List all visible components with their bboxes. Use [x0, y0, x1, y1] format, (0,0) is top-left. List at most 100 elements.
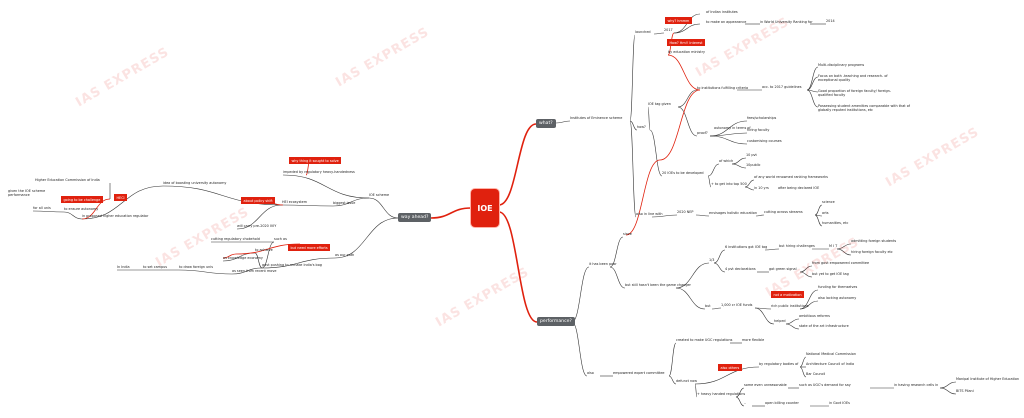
tag-why: why? hmmm	[665, 17, 692, 24]
node-heavy: + heavy handed regulations	[697, 392, 746, 396]
node-state: state of the art infrastructure	[799, 324, 849, 328]
node-from-govt: from govt empowered committee	[812, 261, 870, 265]
connector	[806, 89, 819, 93]
autonomy-fee: fees/scholarships	[747, 116, 777, 120]
node-admitting: admitting foreign students	[851, 239, 897, 243]
hub-what[interactable]: what?	[536, 119, 556, 128]
node-in-india: In India	[117, 265, 130, 269]
hub-way-ahead[interactable]: way ahead?	[398, 213, 432, 222]
stream-arts: arts	[822, 211, 829, 215]
node-ecosystem: HEI ecosystem	[282, 200, 308, 204]
node-world-ranking: in World University Ranking for	[760, 20, 813, 24]
node-helped: helped	[774, 319, 786, 323]
connector	[668, 375, 677, 385]
connector	[629, 120, 637, 218]
node-to-set: to set campus	[143, 265, 168, 269]
node-committee: empowered expert committee	[613, 371, 665, 375]
node-defunct: defunct now	[676, 379, 697, 383]
autonomy-courses: customising courses	[747, 139, 782, 143]
connector	[281, 204, 334, 207]
connector	[81, 185, 164, 220]
node-hec-full: Higher Education Commission of India	[35, 178, 100, 182]
node-achieve: to achieve	[255, 248, 273, 252]
node-regulators: by regulatory bodies of	[759, 362, 799, 366]
stream-science: science	[822, 200, 835, 204]
connector	[430, 207, 472, 219]
tag-how: How? Hm!! Interest	[667, 39, 705, 46]
node-not-signed: got green signal	[769, 267, 797, 271]
connector	[707, 163, 720, 177]
node-biggest: biggest issue	[333, 201, 356, 205]
node-four: 4 pvt declarations	[725, 267, 756, 271]
node-cutting: cutting across streams	[764, 210, 803, 214]
connector	[731, 157, 747, 165]
node-manipal: Manipal Institute of Higher Education	[956, 377, 1020, 381]
tag-rethink: why thing it sought to solve	[289, 157, 342, 164]
node-ambitious: ambitious reforms	[799, 314, 830, 318]
node-one-third: 1/3	[709, 258, 715, 262]
node-still: but still hasn't been the game changer	[625, 283, 691, 287]
connector	[709, 135, 748, 145]
tag-heci: HECI	[114, 194, 128, 201]
connector	[709, 120, 748, 137]
connector	[629, 34, 636, 122]
connector	[81, 198, 111, 220]
node-funding: funding for themselves	[818, 285, 858, 289]
connector	[236, 204, 283, 230]
node-such-as: such as UGC's demand for say	[799, 383, 851, 387]
node-govt-push: govt pushing to remake India's bog	[262, 263, 322, 267]
connector	[629, 120, 638, 131]
regulator-coa: Architecture Council of India	[806, 362, 855, 366]
connector	[282, 174, 370, 199]
regulator-bar: Bar Council	[806, 372, 826, 376]
connector	[498, 123, 537, 206]
node-ioe-scheme: IOE scheme	[369, 193, 390, 197]
connector	[677, 89, 698, 108]
node-how: how?	[637, 125, 646, 129]
node-also-lacking: also lacking autonomy	[818, 296, 857, 300]
criteria-amenities: Possessing student amenities comparable …	[818, 104, 910, 113]
connector	[555, 120, 571, 124]
node-has-been: it has been poor	[589, 262, 617, 266]
node-selected: 20 IOEs to be developed	[662, 171, 704, 175]
center-node[interactable]: IOE	[471, 189, 499, 227]
connector	[625, 159, 661, 236]
connector	[63, 211, 83, 220]
connector	[261, 257, 336, 269]
node-institutes: Institutes of Eminence scheme	[570, 116, 623, 120]
connector	[673, 23, 701, 34]
hub-performance[interactable]: performance?	[537, 317, 575, 326]
node-ugc: acc. to 2017 guidelines	[762, 85, 802, 89]
node-for-all: for all unis	[33, 206, 51, 210]
node-since: since	[623, 232, 632, 236]
node-dots: ..	[744, 401, 747, 405]
node-rank-year: 2014	[826, 19, 835, 23]
node-some: some even unreasonable	[744, 383, 787, 387]
node-proposed: in proposed higher education regulator	[82, 214, 149, 218]
connector	[651, 214, 678, 218]
tag-challenge: going to be challenge	[61, 196, 103, 203]
node-proof: proof?	[697, 131, 708, 135]
node-nirf: after being declared IOE	[778, 186, 820, 190]
node-bits: BITS Pilani	[956, 389, 974, 393]
node-rich: rich public institutions	[771, 304, 809, 308]
node-to-draw: to draw foreign unis	[179, 265, 213, 269]
node-in-having: in having research cells in	[894, 383, 939, 387]
connector	[675, 287, 706, 310]
node-top500: + to get into top 500	[711, 182, 747, 186]
node-created: created to make UGC regulations	[676, 338, 733, 342]
connector	[806, 89, 819, 108]
node-of-which: of which	[719, 159, 734, 163]
connector	[814, 214, 823, 227]
connector	[653, 32, 665, 35]
connector	[735, 396, 745, 407]
connector	[162, 185, 283, 206]
node-pvt: 10 pvt	[746, 153, 757, 157]
connector	[806, 66, 819, 91]
connector	[694, 383, 698, 398]
connector	[231, 267, 263, 275]
connector	[744, 186, 755, 191]
connector	[785, 323, 800, 330]
node-in10: in 10 yrs	[754, 186, 769, 190]
node-yet: but yet to get IOE tag	[812, 272, 849, 276]
